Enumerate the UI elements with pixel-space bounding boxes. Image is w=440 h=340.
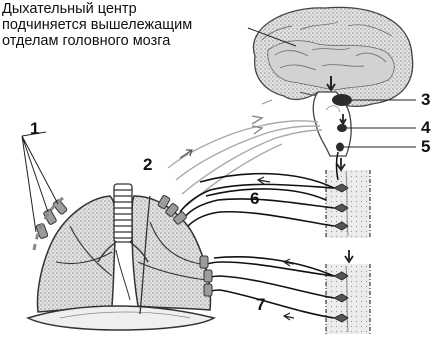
center-5 xyxy=(336,143,344,152)
arrow-icon xyxy=(258,177,270,184)
caption-line-3: отделам головного мозга xyxy=(2,33,192,49)
caption: Дыхательный центр подчиняется вышележащи… xyxy=(2,1,192,49)
spinal-cord-lower xyxy=(326,250,370,334)
label-6: 6 xyxy=(250,190,259,208)
center-4 xyxy=(337,124,347,132)
arrow-icon xyxy=(262,100,272,104)
label-1: 1 xyxy=(30,120,39,138)
label-7: 7 xyxy=(256,296,265,314)
label-5: 5 xyxy=(421,138,430,156)
label-4: 4 xyxy=(421,119,430,137)
caption-line-1: Дыхательный центр xyxy=(2,1,192,17)
diaphragm-nerves xyxy=(204,257,334,318)
arrow-icon xyxy=(180,150,192,158)
center-3 xyxy=(332,94,352,106)
label-2: 2 xyxy=(143,156,152,174)
label-3: 3 xyxy=(421,91,430,109)
arrow-icon xyxy=(284,313,294,320)
caption-line-2: подчиняется вышележащим xyxy=(2,17,192,33)
